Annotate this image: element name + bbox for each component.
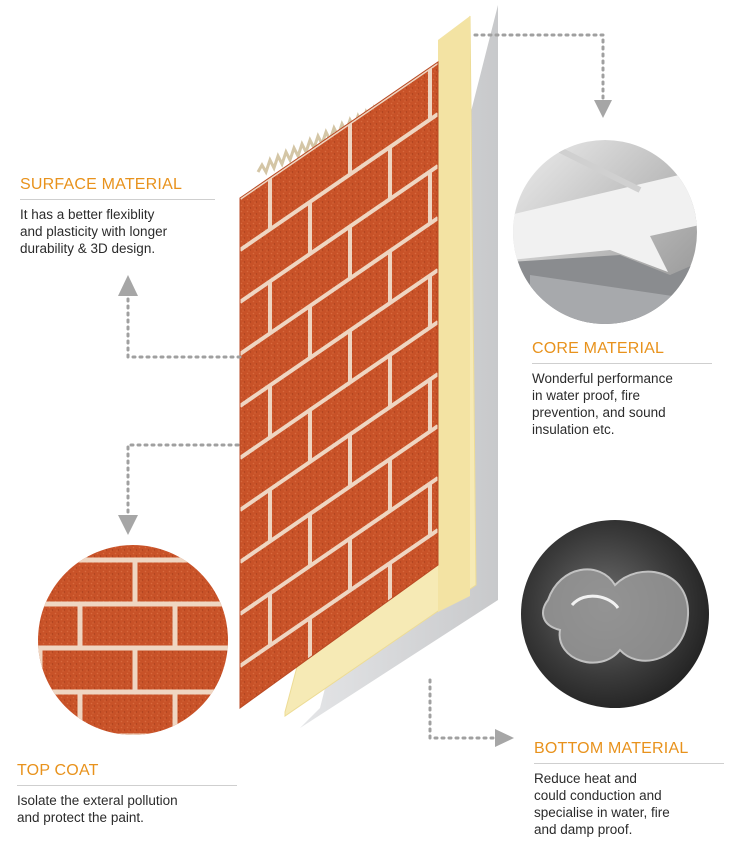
top-coat-label: TOP COAT Isolate the exteral pollution a… <box>17 762 237 826</box>
surface-material-title: SURFACE MATERIAL <box>20 176 183 193</box>
connectors <box>126 33 605 740</box>
surface-material-desc: It has a better flexiblity and plasticit… <box>20 207 168 256</box>
mortar-course <box>240 268 438 408</box>
mortar-course <box>240 684 438 708</box>
core-material-label: CORE MATERIAL Wonderful performance in w… <box>532 340 712 438</box>
bottom-material-label: BOTTOM MATERIAL Reduce heat and could co… <box>534 740 724 838</box>
arrowheads <box>118 100 612 747</box>
mortar-course <box>240 112 438 252</box>
bottom-material-closeup <box>521 520 709 708</box>
surface-material-label: SURFACE MATERIAL It has a better flexibl… <box>20 176 215 257</box>
bottom-material-title: BOTTOM MATERIAL <box>534 740 689 757</box>
mortar-course <box>240 528 438 668</box>
core-material-divider <box>532 363 712 364</box>
bottom-material-desc: Reduce heat and could conduction and spe… <box>534 771 670 837</box>
core-material-title: CORE MATERIAL <box>532 340 665 357</box>
mortar-course <box>240 476 438 616</box>
mortar-course <box>240 216 438 356</box>
mortar-course <box>240 164 438 304</box>
top-coat-divider <box>17 785 237 786</box>
top-coat-title: TOP COAT <box>17 762 99 779</box>
surface-material-divider <box>20 199 215 200</box>
mortar-course <box>240 424 438 564</box>
bottom-material-divider <box>534 763 724 764</box>
core-material-desc: Wonderful performance in water proof, fi… <box>532 371 673 437</box>
mortar-course <box>240 372 438 512</box>
brick-surface <box>240 62 438 708</box>
mortar-course <box>240 320 438 460</box>
top-coat-desc: Isolate the exteral pollution and protec… <box>17 793 178 825</box>
core-material-closeup <box>513 140 697 324</box>
top-coat-closeup <box>38 545 228 735</box>
core-layer-edge <box>438 16 470 612</box>
